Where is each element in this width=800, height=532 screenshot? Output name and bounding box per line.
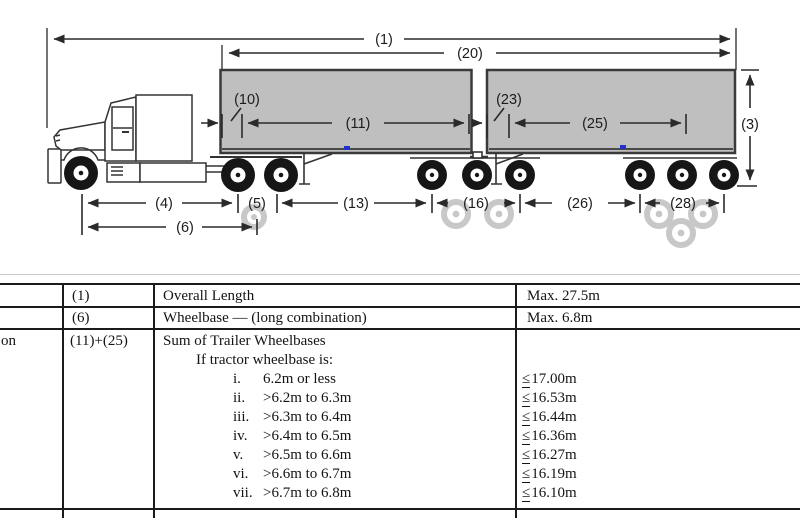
trailer2-wheels (625, 160, 739, 190)
dim-label-4: (4) (155, 196, 173, 212)
dim-label-28: (28) (670, 196, 696, 212)
case-limit: ≤17.00m (522, 370, 577, 388)
case-condition: >6.4m to 6.5m (263, 428, 352, 444)
case-condition: >6.7m to 6.8m (263, 485, 352, 501)
next-row-stub-1 (62, 510, 64, 518)
trailer-2-box (485, 68, 737, 155)
case-numeral: vii. (233, 485, 253, 501)
fuel-tank (139, 162, 207, 183)
dim-label-26: (26) (567, 196, 593, 212)
truck-dimension-diagram: (1) (20) (3) (10) (11) (23) (25) (4) (5)… (46, 28, 759, 248)
trailer-1 (219, 68, 473, 155)
dimension-labels: (1) (20) (3) (10) (11) (23) (25) (4) (5)… (155, 32, 759, 236)
col-divider-1 (62, 283, 64, 510)
trailer-2 (485, 68, 737, 155)
limit-value: 16.53m (531, 390, 577, 406)
leq-symbol: ≤ (522, 485, 531, 502)
landing-gear-1 (299, 153, 333, 185)
row-divider-2 (0, 328, 800, 330)
leq-symbol: ≤ (522, 428, 531, 445)
row3-ref: (11)+(25) (70, 333, 128, 349)
limit-value: 16.19m (531, 466, 577, 482)
limit-value: 16.10m (531, 485, 577, 501)
dim-label-overall-length: (1) (375, 32, 393, 48)
step-box (106, 162, 141, 183)
dim-label-kingpin-1: (10) (234, 92, 260, 108)
fender-arch (61, 147, 105, 161)
dim-label-trailer2-wheelbase: (25) (582, 116, 608, 132)
table-remnant-line (0, 274, 800, 275)
dim-label-13: (13) (343, 196, 369, 212)
trailer1-wheels (417, 160, 535, 190)
blue-marker-trailer2 (620, 145, 626, 149)
dim-label-trailer1-wheelbase: (11) (346, 116, 371, 132)
dim-label-16: (16) (463, 196, 489, 212)
limit-value: 16.36m (531, 428, 577, 444)
case-condition: >6.3m to 6.4m (263, 409, 352, 425)
table-bottom-border (0, 508, 800, 510)
front-bumper (47, 148, 62, 184)
case-numeral: vi. (233, 466, 249, 482)
landing-gear-2 (491, 153, 524, 185)
pintle-hitch (472, 151, 483, 159)
case-numeral: i. (233, 371, 241, 387)
case-limit: ≤16.27m (522, 446, 577, 464)
row2-ref: (6) (72, 310, 90, 326)
row1-ref: (1) (72, 288, 90, 304)
case-numeral: v. (233, 447, 244, 463)
case-condition: 6.2m or less (263, 371, 336, 387)
case-numeral: ii. (233, 390, 246, 406)
left-column-fragment: on (1, 333, 16, 349)
row2-limit: Max. 6.8m (527, 310, 593, 326)
table-top-border (0, 283, 800, 285)
tractor-wheels (64, 156, 298, 192)
next-row-stub-3 (515, 510, 517, 518)
col-divider-2 (153, 283, 155, 510)
case-numeral: iii. (233, 409, 250, 425)
blue-marker-trailer1 (344, 146, 350, 150)
row-divider-1 (0, 306, 800, 308)
row3-subheading: If tractor wheelbase is: (196, 352, 334, 368)
dimension-lines (53, 34, 759, 235)
dim-label-6: (6) (176, 220, 194, 236)
case-condition: >6.6m to 6.7m (263, 466, 352, 482)
case-condition: >6.5m to 6.6m (263, 447, 352, 463)
leq-symbol: ≤ (522, 390, 531, 407)
limit-value: 17.00m (531, 371, 577, 387)
row3-description: Sum of Trailer Wheelbases (163, 333, 326, 349)
trailer-1-box (219, 68, 473, 155)
limit-value: 16.27m (531, 447, 577, 463)
case-numeral: iv. (233, 428, 248, 444)
truck-tractor (47, 94, 302, 184)
case-limit: ≤16.19m (522, 465, 577, 483)
dim-label-5: (5) (248, 196, 266, 212)
ghost-wheels (241, 199, 718, 248)
case-limit: ≤16.36m (522, 427, 577, 445)
undercarriage (299, 151, 737, 185)
limit-value: 16.44m (531, 409, 577, 425)
case-limit: ≤16.44m (522, 408, 577, 426)
sleeper (135, 94, 193, 162)
wheels (64, 156, 739, 192)
extension-lines (46, 28, 737, 128)
leq-symbol: ≤ (522, 409, 531, 426)
leq-symbol: ≤ (522, 371, 531, 388)
hood (53, 121, 106, 151)
col-divider-3 (515, 283, 517, 510)
next-row-stub-2 (153, 510, 155, 518)
case-condition: >6.2m to 6.3m (263, 390, 352, 406)
row1-description: Overall Length (163, 288, 255, 304)
ghost-wheel-hubs (251, 210, 707, 237)
dim-label-kingpin-2: (23) (496, 92, 522, 108)
case-limit: ≤16.10m (522, 484, 577, 502)
leq-symbol: ≤ (522, 447, 531, 464)
case-limit: ≤16.53m (522, 389, 577, 407)
row1-limit: Max. 27.5m (527, 288, 600, 304)
dim-label-trailers-length: (20) (457, 46, 483, 62)
leq-symbol: ≤ (522, 466, 531, 483)
row2-description: Wheelbase — (long combination) (163, 310, 367, 326)
dim-label-height: (3) (741, 117, 759, 133)
